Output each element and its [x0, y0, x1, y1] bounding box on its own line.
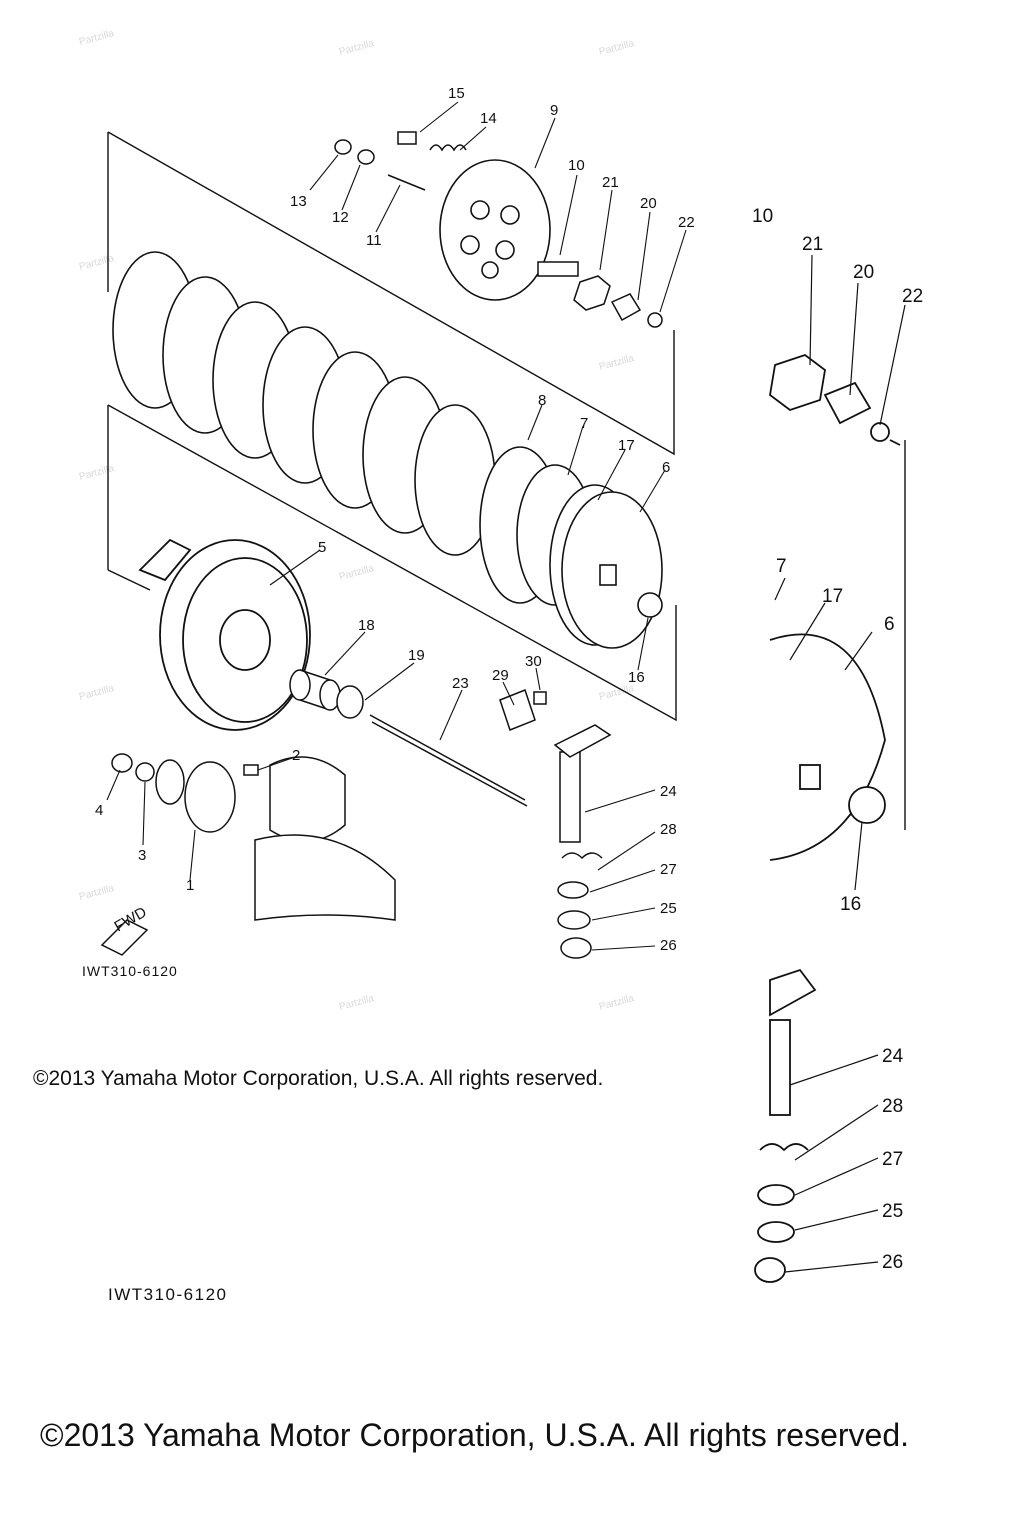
callout-large-7: 7: [776, 556, 787, 577]
callout-28: 28: [660, 821, 677, 838]
callout-5: 5: [318, 539, 326, 556]
callout-16: 16: [628, 669, 645, 686]
enlarged-leaders: [774, 254, 906, 1273]
callout-13: 13: [290, 193, 307, 210]
clutch-boss: [549, 484, 663, 649]
svg-text:Partzilla: Partzilla: [78, 683, 116, 703]
callout-10: 10: [568, 157, 585, 174]
callout-3: 3: [138, 847, 146, 864]
clutch-plates-stack: [112, 251, 594, 606]
enlarged-callouts: 10 21 20 22 7 17 6 16 24 28 27 25 26: [752, 206, 923, 1273]
callout-24: 24: [660, 783, 677, 800]
callout-29: 29: [492, 667, 509, 684]
callout-large-10: 10: [752, 206, 773, 227]
callout-26: 26: [660, 937, 677, 954]
callout-large-25: 25: [882, 1201, 903, 1222]
callout-6: 6: [662, 459, 670, 476]
callout-9: 9: [550, 102, 558, 119]
callout-4: 4: [95, 802, 103, 819]
callout-1: 1: [186, 877, 194, 894]
svg-text:Partzilla: Partzilla: [78, 883, 116, 903]
upper-hardware: [334, 131, 663, 328]
collar-washer-pushrod: [289, 669, 528, 807]
pressure-plate: [439, 159, 551, 301]
callout-17: 17: [618, 437, 635, 454]
callout-large-24: 24: [882, 1046, 904, 1067]
callout-large-22: 22: [902, 286, 923, 307]
svg-text:Partzilla: Partzilla: [338, 563, 376, 583]
callout-27: 27: [660, 861, 677, 878]
svg-text:Partzilla: Partzilla: [78, 28, 116, 48]
callout-20: 20: [640, 195, 657, 212]
callout-large-21: 21: [802, 234, 823, 255]
copyright-notice: ©2013 Yamaha Motor Corporation, U.S.A. A…: [33, 1067, 604, 1090]
svg-text:Partzilla: Partzilla: [78, 463, 116, 483]
svg-text:Partzilla: Partzilla: [78, 253, 116, 273]
enlarged-detail: [754, 353, 906, 1283]
callout-30: 30: [525, 653, 542, 670]
callout-12: 12: [332, 209, 349, 226]
drawing-code-large: IWT310-6120: [108, 1285, 228, 1304]
clutch-housing: [138, 538, 311, 731]
callout-21: 21: [602, 174, 619, 191]
push-lever-assembly: [499, 689, 612, 959]
callout-leaders: [106, 101, 687, 951]
callout-7: 7: [580, 415, 588, 432]
callout-2: 2: [292, 747, 300, 764]
svg-text:Partzilla: Partzilla: [338, 38, 376, 58]
callout-14: 14: [480, 110, 497, 127]
drive-gear-crank: [100, 753, 396, 956]
callout-23: 23: [452, 675, 469, 692]
callout-large-16: 16: [840, 894, 861, 915]
callout-large-26: 26: [882, 1252, 903, 1273]
callout-large-6: 6: [884, 614, 895, 635]
callout-25: 25: [660, 900, 677, 917]
group-outline-lines: [107, 131, 677, 722]
callout-numbers: 1 2 3 4 5 6 7 8 9 10 11 12 13 14 15 16 1…: [95, 85, 695, 954]
svg-text:Partzilla: Partzilla: [598, 353, 636, 373]
callout-8: 8: [538, 392, 546, 409]
callout-large-28: 28: [882, 1096, 903, 1117]
callout-11: 11: [366, 232, 382, 249]
svg-text:Partzilla: Partzilla: [598, 38, 636, 58]
callout-15: 15: [448, 85, 465, 102]
callout-large-17: 17: [822, 586, 843, 607]
svg-text:Partzilla: Partzilla: [598, 993, 636, 1013]
svg-text:Partzilla: Partzilla: [338, 993, 376, 1013]
drawing-code: IWT310-6120: [82, 963, 178, 979]
callout-large-20: 20: [853, 262, 874, 283]
callout-large-27: 27: [882, 1149, 903, 1170]
callout-19: 19: [408, 647, 425, 664]
copyright-notice-large: ©2013 Yamaha Motor Corporation, U.S.A. A…: [40, 1417, 910, 1453]
callout-18: 18: [358, 617, 375, 634]
callout-22: 22: [678, 214, 695, 231]
